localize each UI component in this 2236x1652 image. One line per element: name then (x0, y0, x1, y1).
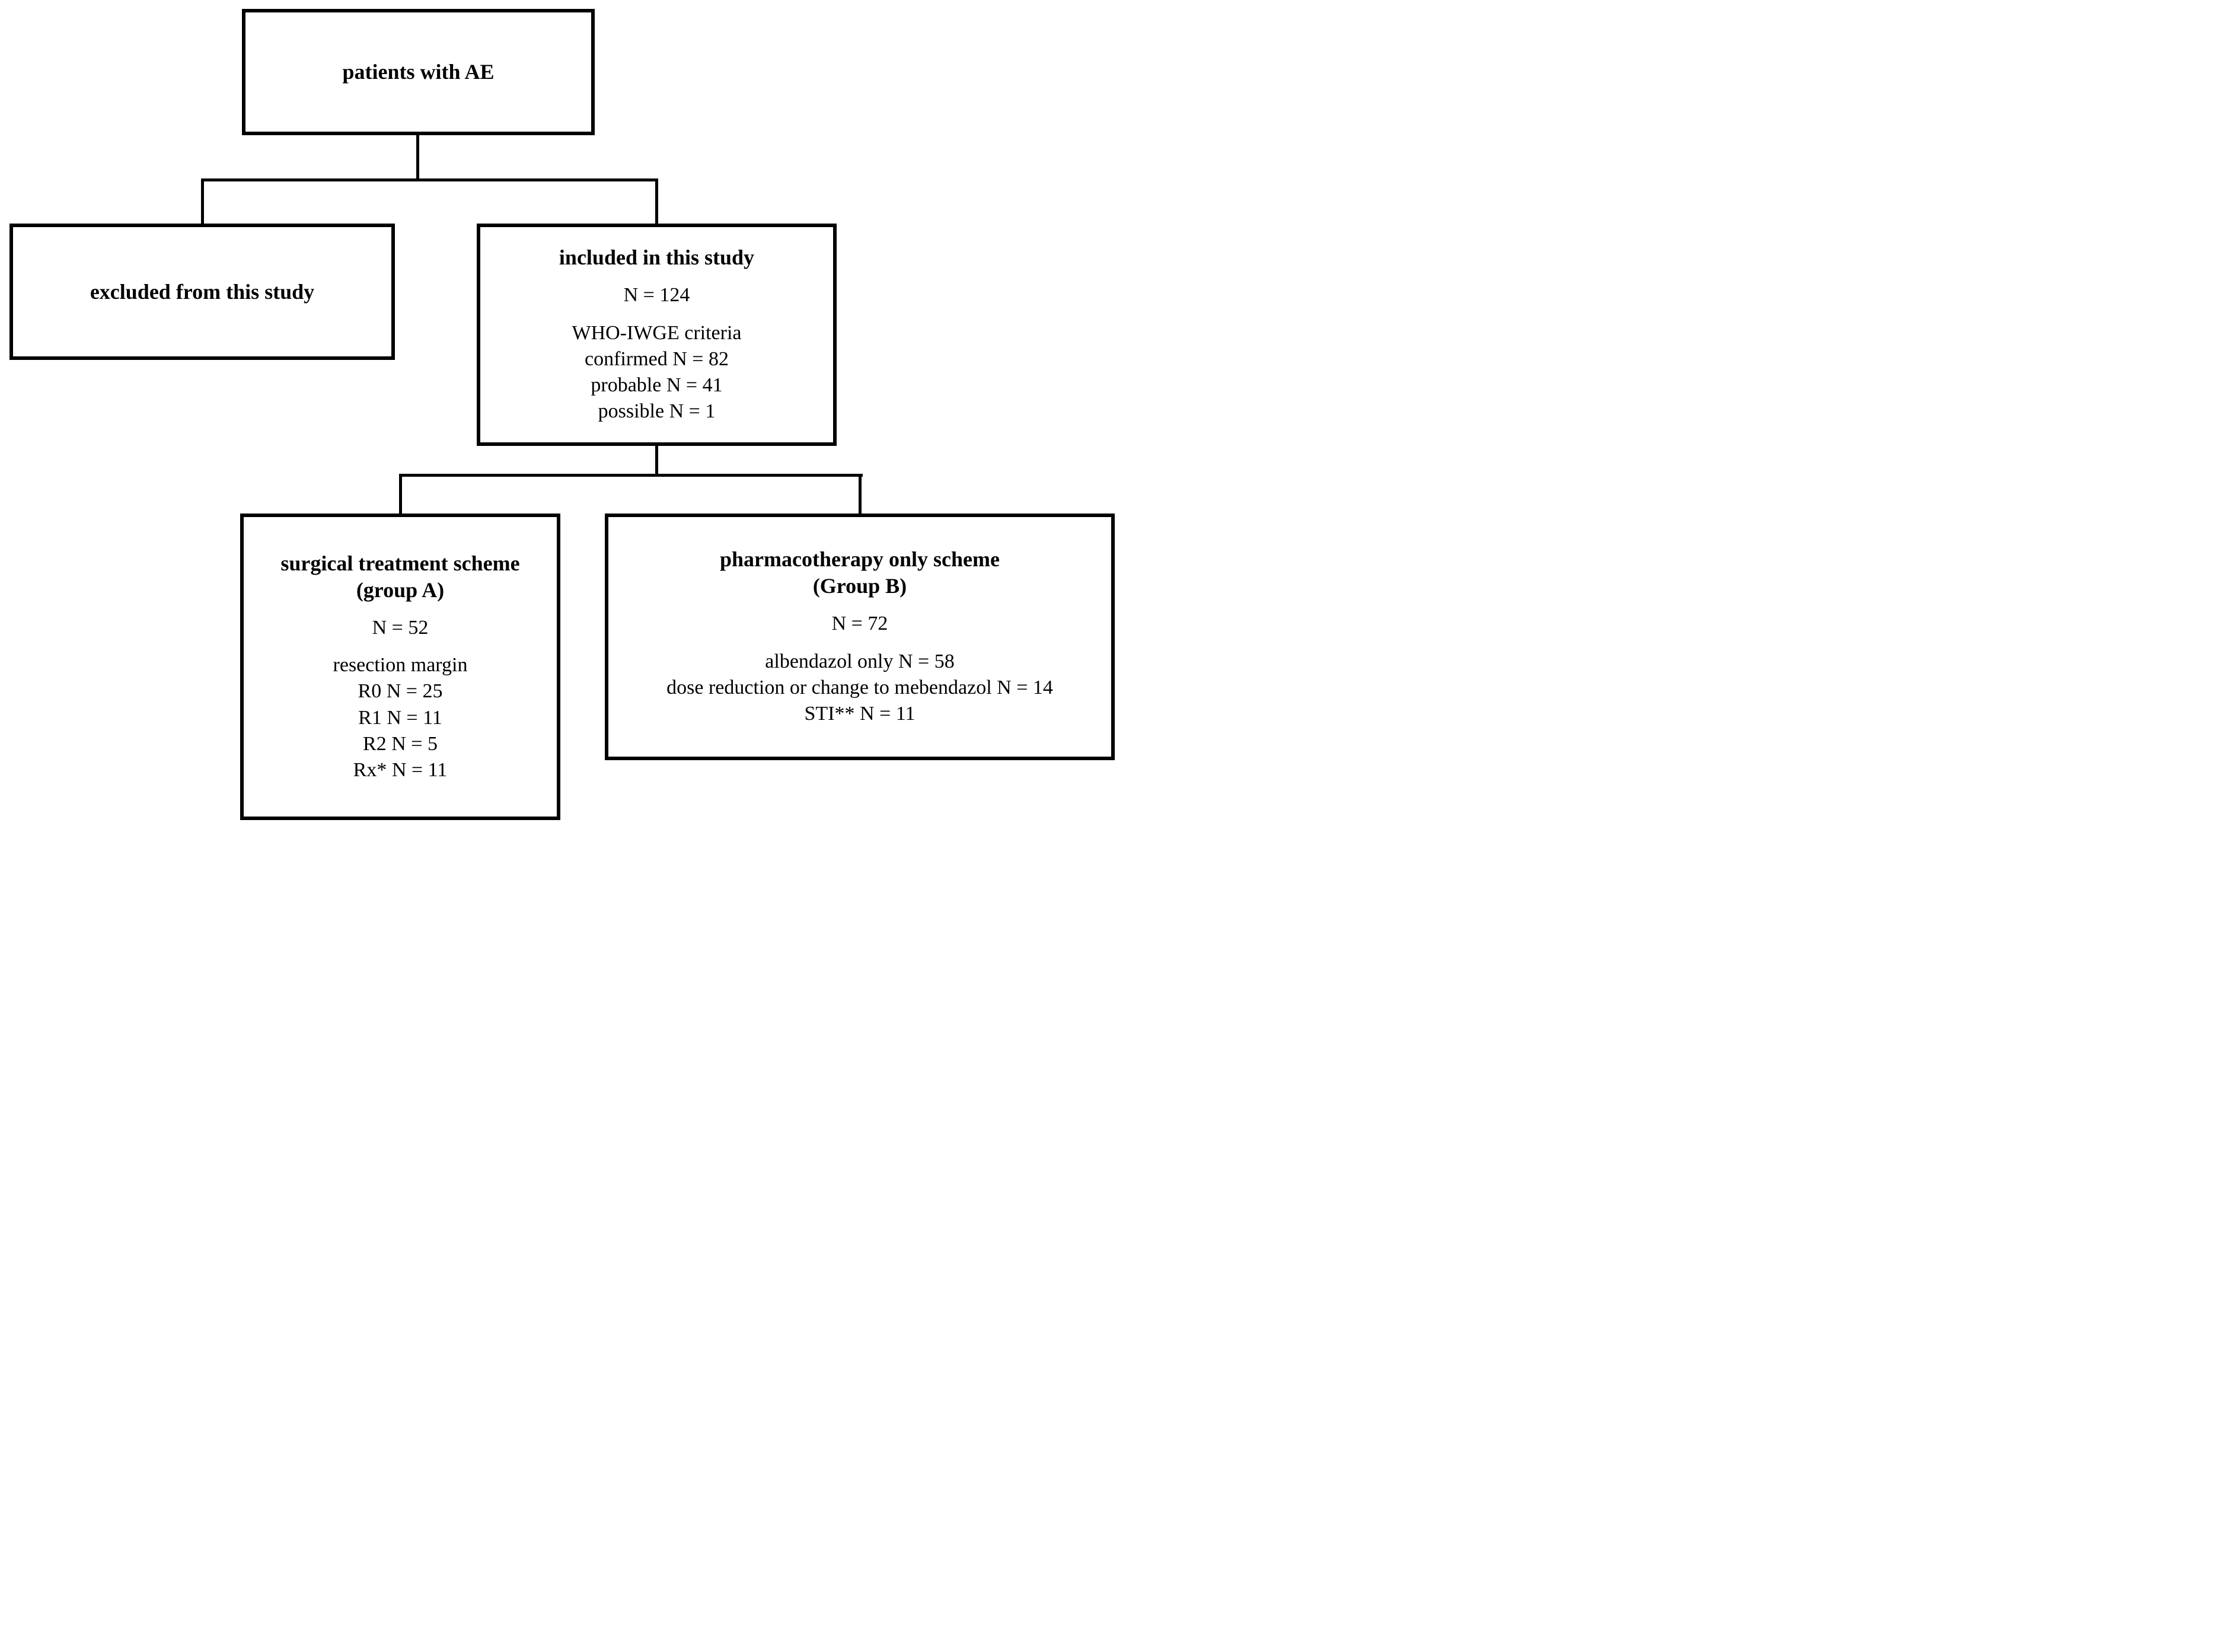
group-b-box-count: N = 72 (831, 613, 888, 635)
included-criteria-line: WHO-IWGE criteria (572, 321, 742, 344)
group-a-margin-line: resection margin (333, 654, 468, 677)
group-b-sti-line: STI** N = 11 (804, 703, 916, 725)
group-a-r2-line: R2 N = 5 (363, 732, 438, 755)
included-box-details: WHO-IWGE criteria confirmed N = 82 proba… (572, 320, 741, 425)
excluded-box-title: excluded from this study (90, 279, 315, 304)
connector-level2-branch (399, 474, 863, 477)
excluded-box: excluded from this study (9, 224, 395, 360)
connector-level1-left-drop (201, 178, 204, 224)
connector-level2-right-drop (859, 474, 862, 514)
group-a-r1-line: R1 N = 11 (358, 706, 442, 729)
connector-level1-right-drop (655, 178, 658, 224)
patients-box-title: patients with AE (342, 60, 495, 84)
group-a-rx-line: Rx* N = 11 (353, 759, 448, 782)
flow-diagram: patients with AE excluded from this stud… (0, 0, 1118, 826)
group-b-albendazol-line: albendazol only N = 58 (765, 650, 955, 672)
included-box: included in this study N = 124 WHO-IWGE … (477, 224, 837, 446)
group-a-r0-line: R0 N = 25 (358, 680, 443, 703)
included-probable-line: probable N = 41 (591, 374, 723, 397)
included-box-title: included in this study (559, 245, 755, 270)
group-a-box-details: resection margin R0 N = 25 R1 N = 11 R2 … (333, 652, 468, 783)
group-b-box: pharmacotherapy only scheme (Group B) N … (605, 514, 1115, 760)
group-b-subtitle-line: (Group B) (812, 574, 907, 598)
group-b-box-details: albendazol only N = 58 dose reduction or… (666, 649, 1053, 728)
connector-included-stem (655, 446, 658, 476)
connector-level2-left-drop (399, 474, 402, 514)
group-b-box-title: pharmacotherapy only scheme (Group B) (720, 546, 1000, 599)
group-a-title-line: surgical treatment scheme (280, 551, 520, 575)
included-confirmed-line: confirmed N = 82 (585, 348, 729, 371)
patients-box: patients with AE (242, 9, 595, 135)
included-possible-line: possible N = 1 (598, 400, 716, 423)
group-a-subtitle-line: (group A) (356, 578, 445, 602)
group-a-box-count: N = 52 (372, 616, 429, 639)
group-a-box: surgical treatment scheme (group A) N = … (240, 514, 560, 820)
connector-patients-stem (416, 135, 419, 181)
connector-level1-branch (201, 178, 658, 181)
group-a-box-title: surgical treatment scheme (group A) (280, 550, 519, 604)
group-b-title-line: pharmacotherapy only scheme (720, 547, 1000, 572)
group-b-dose-line: dose reduction or change to mebendazol N… (666, 677, 1053, 699)
included-box-count: N = 124 (623, 284, 690, 307)
